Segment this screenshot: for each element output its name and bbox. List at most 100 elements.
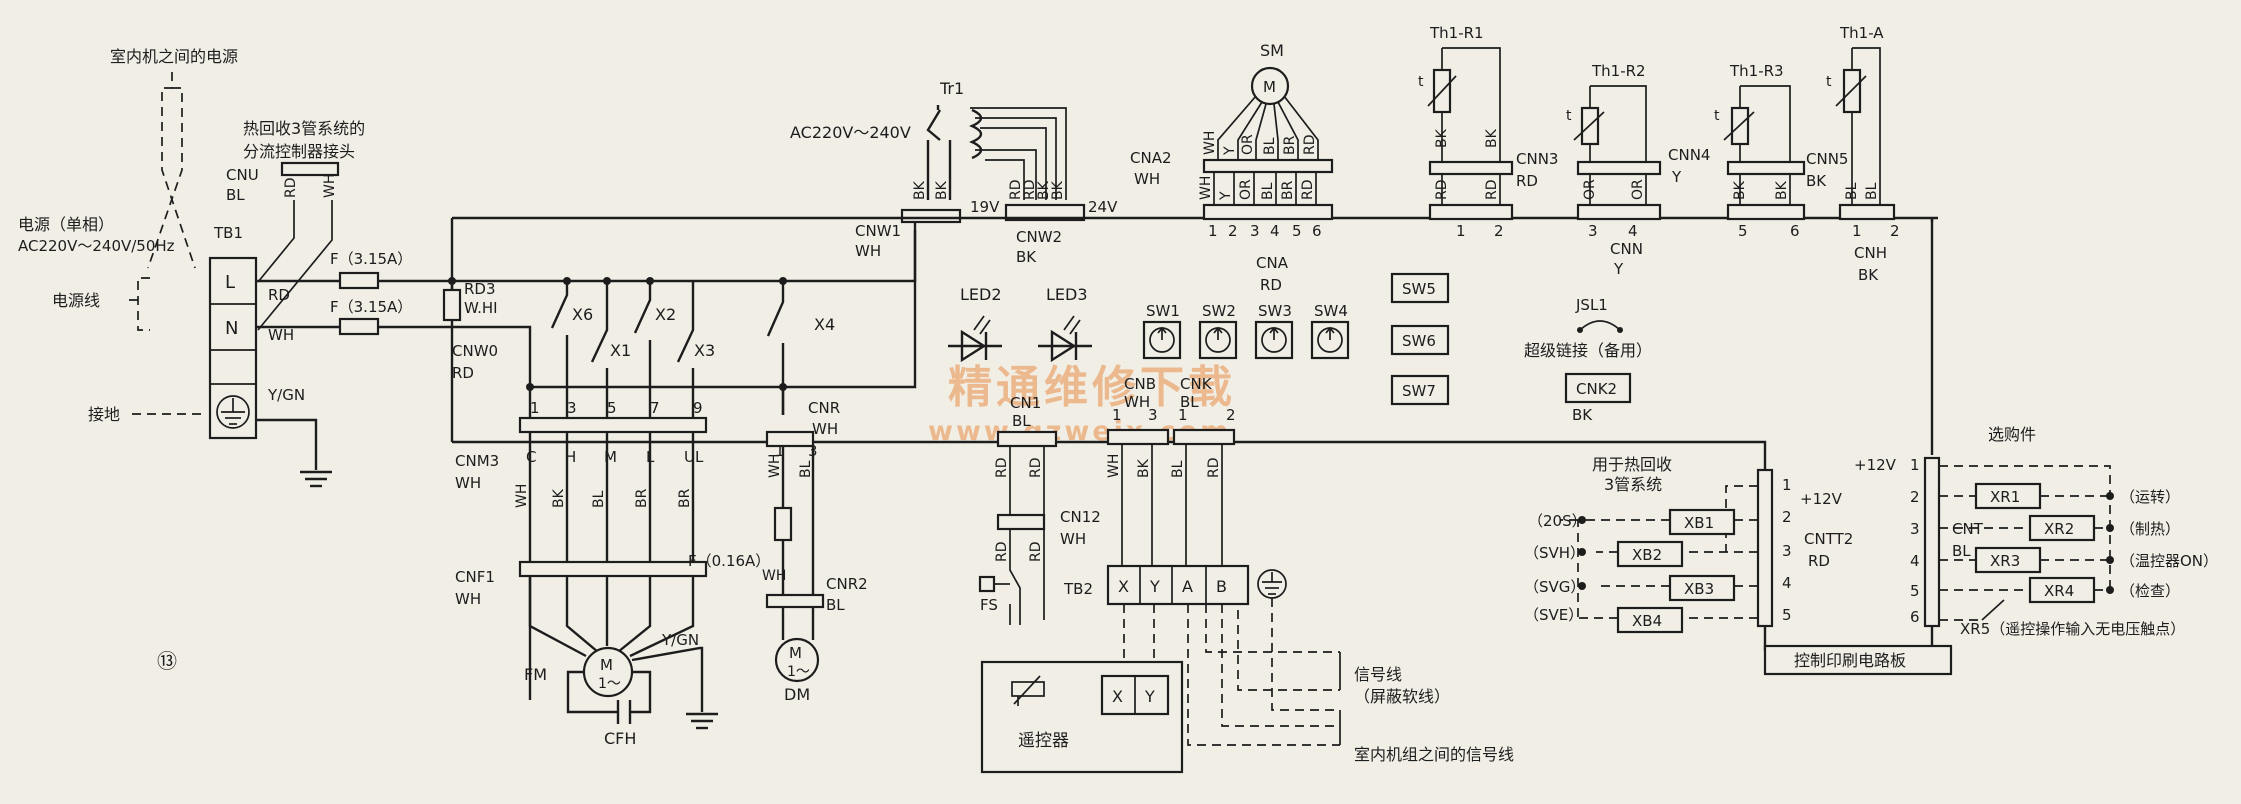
svg-text:2: 2 xyxy=(1494,222,1504,240)
cnk-color: BL xyxy=(1180,393,1199,411)
cnk2-connector xyxy=(1564,372,1632,404)
svg-text:4: 4 xyxy=(1782,574,1792,592)
cntt2-color: RD xyxy=(1808,552,1830,570)
signal-line-label: 信号线 xyxy=(1354,665,1402,684)
fuse-motor-label: F（0.16A） xyxy=(688,552,770,570)
cnk2-color: BK xyxy=(1572,406,1593,424)
svg-text:WH: WH xyxy=(762,568,786,584)
relay-xr1 xyxy=(1974,482,2042,510)
cnr-label: CNR xyxy=(808,399,840,417)
svg-text:BK: BK xyxy=(551,488,567,508)
svg-text:3: 3 xyxy=(1782,542,1792,560)
svg-text:RD: RD xyxy=(1434,179,1450,200)
cnn4-label: CNN4 xyxy=(1668,146,1710,164)
rotary-switch-sw1[interactable] xyxy=(1142,320,1182,360)
pcb-label: 控制印刷电路板 xyxy=(1794,651,1906,670)
svg-text:XB2: XB2 xyxy=(1632,546,1662,564)
cnr-color: WH xyxy=(812,420,838,438)
thermistor-th1-r3: Th1-R3 t BK BK xyxy=(1714,62,1806,221)
cnn3-label: CNN3 xyxy=(1516,150,1558,168)
xr5-label: XR5（遥控操作输入无电压触点） xyxy=(1960,620,2185,638)
svg-text:t: t xyxy=(1714,108,1720,124)
led3 xyxy=(1038,315,1092,363)
fm-ground-wire xyxy=(631,646,704,712)
svg-text:（SVE）: （SVE） xyxy=(1524,606,1583,624)
sm-connector-upper xyxy=(1202,158,1334,174)
tb1-n: N xyxy=(225,318,238,339)
svg-text:SW4: SW4 xyxy=(1314,302,1348,320)
ac-input-label: AC220V～240V xyxy=(790,123,911,142)
tb1-l: L xyxy=(225,272,235,293)
cnm3-term-c: C xyxy=(526,448,536,466)
svg-text:BL: BL xyxy=(1864,182,1880,200)
svg-text:5: 5 xyxy=(1782,606,1792,624)
fm-label: FM xyxy=(524,665,547,684)
tb1-wire-wh: WH xyxy=(268,326,294,344)
dip-switch-sw5[interactable] xyxy=(1390,272,1450,304)
fuse-l-label: F（3.15A） xyxy=(330,250,412,268)
power-between-units-label: 室内机之间的电源 xyxy=(110,47,238,66)
jsl1-label: JSL1 xyxy=(1575,296,1608,314)
svg-text:3: 3 xyxy=(1250,222,1260,240)
cnn3-color: RD xyxy=(1516,172,1538,190)
svg-text:SW2: SW2 xyxy=(1202,302,1236,320)
tb1-wire-rd: RD xyxy=(268,286,290,304)
float-switch-fs xyxy=(978,575,996,593)
cfh-capacitor xyxy=(616,700,632,724)
cnw0-label: CNW0 xyxy=(452,342,498,360)
sm-leads xyxy=(1217,95,1319,160)
rd3-color: W.HI xyxy=(464,299,498,317)
tb1-wire-ygn: Y/GN xyxy=(267,386,305,404)
svg-text:XR3: XR3 xyxy=(1990,552,2020,570)
cnt-label: CNT xyxy=(1952,520,1984,538)
for-heat-label-1: 用于热回收 xyxy=(1592,455,1672,474)
svg-text:（20S）: （20S） xyxy=(1528,512,1587,530)
svg-text:1: 1 xyxy=(1112,406,1122,424)
svg-text:BK: BK xyxy=(912,180,928,200)
svg-text:5: 5 xyxy=(1292,222,1302,240)
svg-text:Th1-R3: Th1-R3 xyxy=(1729,62,1784,80)
svg-text:RD: RD xyxy=(1206,457,1222,478)
dip-switch-sw6[interactable] xyxy=(1390,324,1450,356)
cnu-wire-2 xyxy=(257,200,333,331)
cntt2-connector xyxy=(1756,468,1774,628)
cnn4-color: Y xyxy=(1671,168,1682,186)
svg-text:SW7: SW7 xyxy=(1402,382,1436,400)
fm-ygn: Y/GN xyxy=(661,631,699,649)
svg-text:BR: BR xyxy=(1282,135,1298,155)
cnt-color: BL xyxy=(1952,542,1971,560)
svg-text:BR: BR xyxy=(677,488,693,508)
svg-text:Y: Y xyxy=(1218,191,1234,201)
damper-motor-dm xyxy=(774,637,820,683)
svg-text:RD: RD xyxy=(994,457,1010,478)
led3-label: LED3 xyxy=(1046,285,1088,304)
cnw0-color: RD xyxy=(452,364,474,382)
bottom-signal-bus xyxy=(452,440,1767,470)
svg-text:6: 6 xyxy=(1312,222,1322,240)
tb2-wires xyxy=(1121,444,1223,566)
svg-text:Th1-R2: Th1-R2 xyxy=(1591,62,1646,80)
svg-text:Y: Y xyxy=(1222,146,1238,156)
svg-text:BK: BK xyxy=(1484,128,1500,148)
cnm3-connector xyxy=(518,416,708,434)
dip-switch-sw7[interactable] xyxy=(1390,374,1450,406)
rotary-switch-sw4[interactable] xyxy=(1310,320,1350,360)
cnn5-color: BK xyxy=(1806,172,1827,190)
relay-xr3 xyxy=(1974,546,2042,574)
cnn-color: Y xyxy=(1613,260,1624,278)
svg-text:3: 3 xyxy=(1148,406,1158,424)
svg-text:1: 1 xyxy=(1178,406,1188,424)
heat-recovery-label-2: 分流控制器接头 xyxy=(243,142,355,161)
fuse-n-label: F（3.15A） xyxy=(330,298,412,316)
rotary-switch-sw2[interactable] xyxy=(1198,320,1238,360)
svg-text:BR: BR xyxy=(634,488,650,508)
func-thermo-on: （温控器ON） xyxy=(2120,552,2218,570)
svg-text:2: 2 xyxy=(1226,406,1236,424)
svg-text:XR2: XR2 xyxy=(2044,520,2074,538)
svg-text:5: 5 xyxy=(1738,222,1748,240)
rotary-switch-sw3[interactable] xyxy=(1254,320,1294,360)
svg-text:RD: RD xyxy=(1022,179,1038,200)
cnr2-connector xyxy=(765,593,825,609)
cnw1-connector xyxy=(900,208,962,224)
svg-text:4: 4 xyxy=(1628,222,1638,240)
